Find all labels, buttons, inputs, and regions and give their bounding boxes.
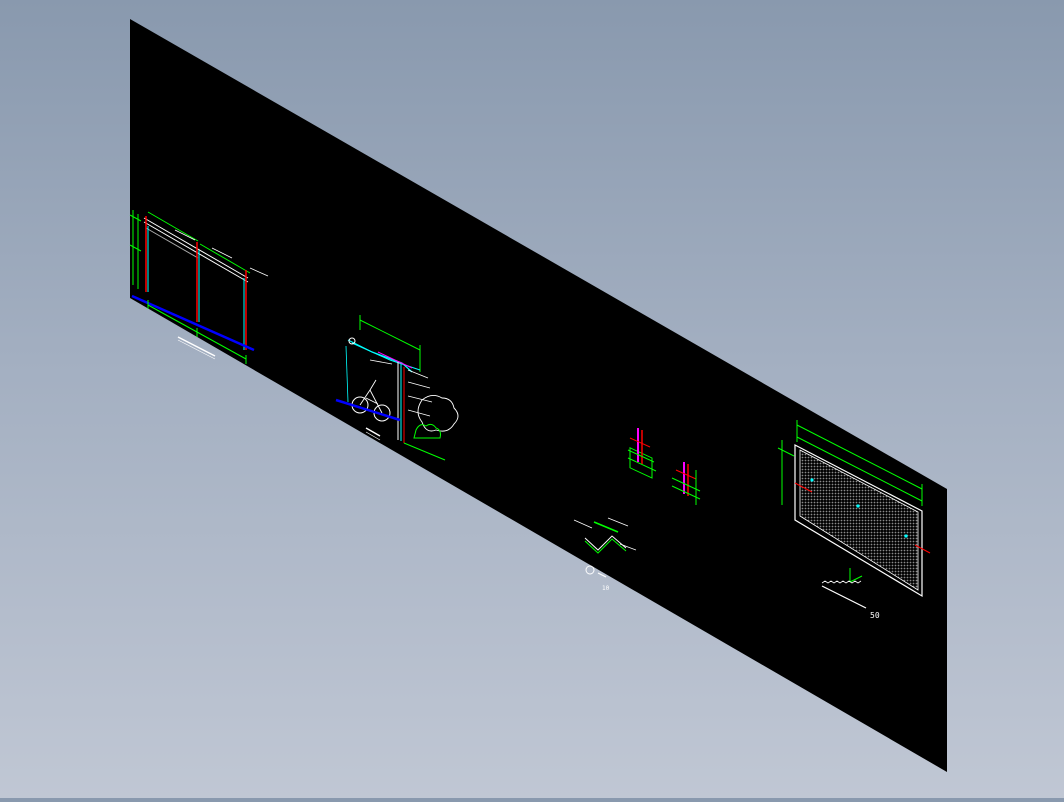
section-detail-view bbox=[335, 315, 459, 461]
node-detail-label: 10 bbox=[602, 585, 610, 592]
gate-elevation-view bbox=[129, 210, 269, 364]
drawing-sheet bbox=[130, 19, 947, 772]
mesh-panel-view: 50 bbox=[777, 420, 931, 620]
mesh-panel-scale-label: 50 bbox=[870, 611, 880, 620]
node-detail-view bbox=[573, 517, 637, 578]
foundation-details-view bbox=[627, 428, 701, 505]
